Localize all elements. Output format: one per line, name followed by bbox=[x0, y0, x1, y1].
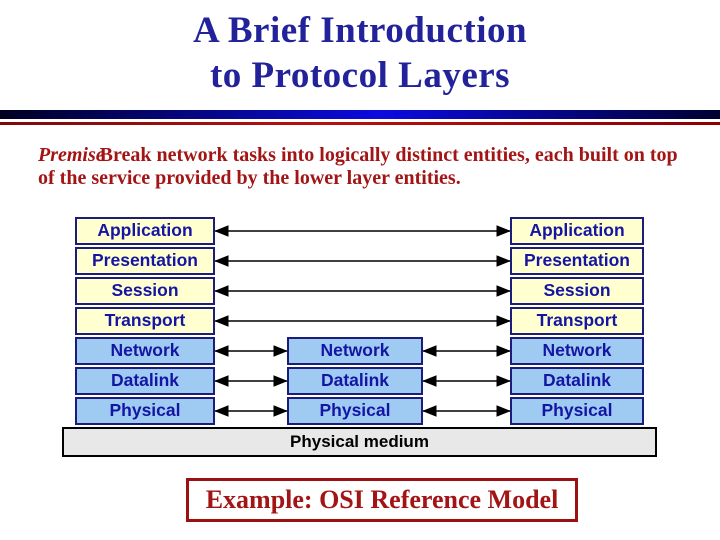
page-title: A Brief Introduction to Protocol Layers bbox=[0, 8, 720, 98]
premise-text: PremiseBreak network tasks into logicall… bbox=[38, 144, 692, 190]
layer-box-physical: Physical bbox=[510, 397, 644, 425]
layer-box-datalink: Datalink bbox=[75, 367, 215, 395]
layer-box-datalink: Datalink bbox=[287, 367, 423, 395]
layer-box-network: Network bbox=[510, 337, 644, 365]
layer-box-datalink: Datalink bbox=[510, 367, 644, 395]
title-line-1: A Brief Introduction bbox=[192, 10, 528, 51]
layer-box-presentation: Presentation bbox=[510, 247, 644, 275]
separator-red-rule bbox=[0, 122, 720, 125]
layer-box-network: Network bbox=[287, 337, 423, 365]
layer-box-session: Session bbox=[510, 277, 644, 305]
layer-box-network: Network bbox=[75, 337, 215, 365]
title-line-2: to Protocol Layers bbox=[209, 55, 511, 96]
layer-box-application: Application bbox=[75, 217, 215, 245]
layer-box-session: Session bbox=[75, 277, 215, 305]
premise-lead: Premise bbox=[38, 144, 105, 166]
layer-box-application: Application bbox=[510, 217, 644, 245]
osi-stack-right: Application Presentation Session Transpo… bbox=[510, 217, 644, 427]
physical-medium-bar: Physical medium bbox=[62, 427, 657, 457]
separator-blue-rule bbox=[0, 110, 720, 119]
layer-box-transport: Transport bbox=[75, 307, 215, 335]
layer-box-physical: Physical bbox=[287, 397, 423, 425]
layer-box-presentation: Presentation bbox=[75, 247, 215, 275]
premise-body: Break network tasks into logically disti… bbox=[38, 144, 678, 189]
osi-stack-middle: Network Datalink Physical bbox=[287, 337, 423, 427]
osi-stack-left: Application Presentation Session Transpo… bbox=[75, 217, 215, 427]
layer-box-transport: Transport bbox=[510, 307, 644, 335]
layer-box-physical: Physical bbox=[75, 397, 215, 425]
example-callout: Example: OSI Reference Model bbox=[186, 478, 578, 522]
